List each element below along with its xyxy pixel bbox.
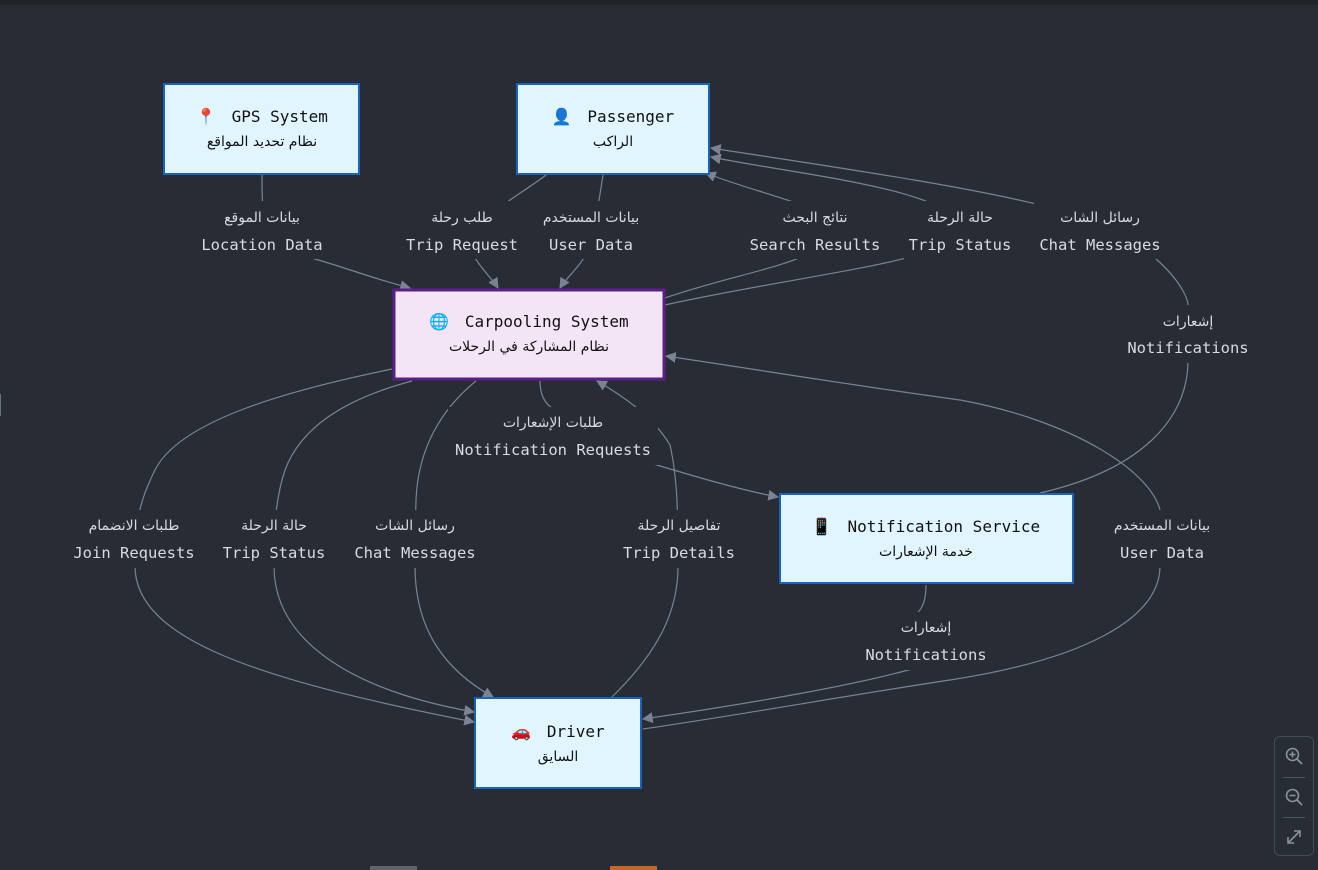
scroll-marker-gray <box>370 866 417 870</box>
label-ar: تفاصيل الرحلة <box>637 518 720 534</box>
car-icon: 🚗 <box>511 722 531 741</box>
edge-labels: بيانات الموقع Location Data طلب رحلة Tri… <box>68 201 1254 670</box>
label-ar: حالة الرحلة <box>241 518 307 534</box>
node-gps-system[interactable]: 📍 GPS System نظام تحديد المواقع <box>163 83 360 175</box>
label-en: Trip Request <box>406 236 518 254</box>
person-icon: 👤 <box>552 107 572 126</box>
node-carpooling-system[interactable]: 🌐 Carpooling System نظام المشاركة في الر… <box>392 288 666 381</box>
node-title: 📍 GPS System <box>196 107 328 126</box>
label-en: Chat Messages <box>354 544 475 562</box>
edge-notification-requests <box>539 380 561 411</box>
edge-user-data-driver <box>664 352 1161 511</box>
node-title-text: Carpooling System <box>465 312 629 331</box>
label-ar: رسائل الشات <box>1060 210 1140 226</box>
zoom-controls <box>1274 736 1314 856</box>
fit-view-button[interactable] <box>1275 818 1313 856</box>
left-edge-marker <box>0 394 1 416</box>
label-en: User Data <box>549 236 633 254</box>
label-ar: نتائج البحث <box>783 210 848 226</box>
node-title-text: Driver <box>547 722 605 741</box>
edge-chat-messages-passenger <box>1154 257 1189 311</box>
label-notifications-passenger: إشعارات Notifications <box>1122 305 1254 363</box>
node-title: 👤 Passenger <box>552 107 675 126</box>
node-title: 🚗 Driver <box>511 722 605 741</box>
zoom-out-button[interactable] <box>1275 778 1313 816</box>
node-subtitle: خدمة الإشعارات <box>879 544 973 560</box>
edge-notifications-driver-2 <box>641 664 927 723</box>
label-join-requests: طلبات الانضمام Join Requests <box>68 510 200 568</box>
label-trip-request: طلب رحلة Trip Request <box>402 201 524 259</box>
label-en: Notification Requests <box>455 441 651 459</box>
node-subtitle: الراكب <box>593 134 633 150</box>
divider <box>1283 817 1305 818</box>
edge-notification-requests-2 <box>639 459 780 501</box>
node-title-text: Passenger <box>587 107 674 126</box>
label-ar: بيانات الموقع <box>224 210 300 226</box>
node-subtitle: نظام المشاركة في الرحلات <box>449 339 609 355</box>
node-passenger[interactable]: 👤 Passenger الراكب <box>516 83 710 175</box>
node-subtitle: السايق <box>538 749 578 765</box>
node-notification-service[interactable]: 📱 Notification Service خدمة الإشعارات <box>779 493 1074 584</box>
label-location-data: بيانات الموقع Location Data <box>196 201 328 259</box>
label-en: Join Requests <box>73 544 194 562</box>
label-chat-messages-passenger: رسائل الشات Chat Messages <box>1034 201 1166 259</box>
label-chat-messages-driver: رسائل الشات Chat Messages <box>349 510 481 568</box>
label-en: Chat Messages <box>1039 236 1160 254</box>
label-trip-status-driver: حالة الرحلة Trip Status <box>218 510 330 568</box>
expand-icon <box>1287 830 1301 844</box>
label-ar: إشعارات <box>901 620 952 636</box>
label-ar: طلبات الانضمام <box>89 518 180 534</box>
label-en: Notifications <box>865 646 986 664</box>
label-ar: طلبات الإشعارات <box>503 415 603 431</box>
label-ar: رسائل الشات <box>375 518 455 534</box>
node-title-text: Notification Service <box>847 517 1040 536</box>
phone-icon: 📱 <box>812 517 832 536</box>
label-en: Trip Details <box>623 544 735 562</box>
node-title: 🌐 Carpooling System <box>429 312 628 331</box>
label-trip-status-passenger: حالة الرحلة Trip Status <box>904 201 1016 259</box>
label-user-data-passenger: بيانات المستخدم User Data <box>542 201 640 259</box>
label-en: Trip Status <box>909 236 1012 254</box>
top-bar <box>0 0 1318 5</box>
node-driver[interactable]: 🚗 Driver السايق <box>474 697 642 789</box>
node-subtitle: نظام تحديد المواقع <box>207 134 317 150</box>
label-notifications-driver: إشعارات Notifications <box>860 612 992 670</box>
label-ar: طلب رحلة <box>431 210 493 226</box>
edge-chat-to-passenger <box>709 144 1041 206</box>
edge-notifications-passenger <box>1039 359 1189 494</box>
zoom-in-icon <box>1285 747 1303 765</box>
globe-icon: 🌐 <box>429 312 449 331</box>
label-trip-details: تفاصيل الرحلة Trip Details <box>618 510 740 568</box>
label-en: Search Results <box>750 236 881 254</box>
label-en: User Data <box>1120 544 1204 562</box>
label-ar: بيانات المستخدم <box>1114 518 1210 534</box>
label-en: Notifications <box>1127 339 1248 357</box>
label-en: Location Data <box>201 236 322 254</box>
scroll-marker-orange <box>610 866 657 870</box>
node-title-text: GPS System <box>232 107 328 126</box>
label-user-data-driver: بيانات المستخدم User Data <box>1112 510 1212 568</box>
label-en: Trip Status <box>223 544 326 562</box>
label-ar: حالة الرحلة <box>927 210 993 226</box>
label-notification-requests: طلبات الإشعارات Notification Requests <box>448 407 658 465</box>
label-search-results: نتائج البحث Search Results <box>744 201 886 259</box>
label-ar: إشعارات <box>1163 314 1214 330</box>
divider <box>1283 777 1305 778</box>
edge-user-data-driver-2 <box>642 565 1161 730</box>
pin-icon: 📍 <box>196 107 216 126</box>
label-ar: بيانات المستخدم <box>543 210 639 226</box>
node-title: 📱 Notification Service <box>812 517 1040 536</box>
zoom-out-icon <box>1285 788 1303 806</box>
zoom-in-button[interactable] <box>1275 737 1313 775</box>
